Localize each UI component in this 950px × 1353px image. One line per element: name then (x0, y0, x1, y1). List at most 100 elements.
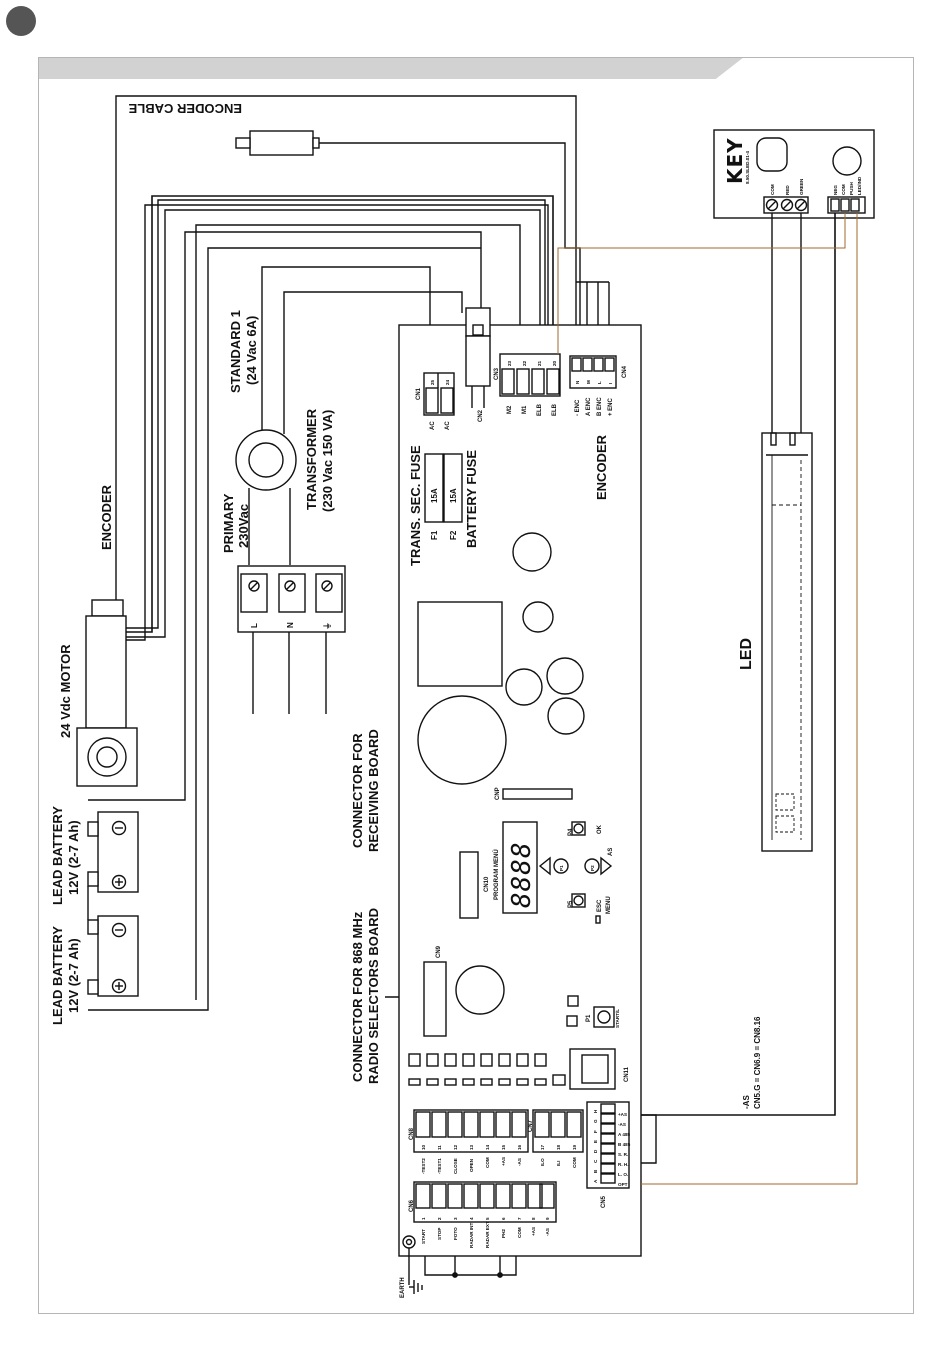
conn-radio-label-2: RADIO SELECTORS BOARD (366, 908, 381, 1084)
cn3-pin-20: 20 (552, 360, 557, 366)
cn8-label-open: OPEN (469, 1158, 474, 1172)
cn4-label-plus-enc: + ENC (608, 397, 614, 416)
cn5-label-b485: B 485 (618, 1142, 631, 1147)
cn8-pin-14: 14 (485, 1144, 490, 1150)
led-label: LED (738, 638, 755, 670)
motor: ENCODER 24 Vdc MOTOR (58, 484, 138, 787)
as-marker: AS (608, 848, 614, 856)
p4-id: P4 (568, 828, 574, 836)
as-title: -AS (742, 1095, 751, 1109)
cn3-label-elb-1: ELB (537, 403, 543, 416)
cn4-name: CN4 (622, 365, 628, 378)
cn6-pin-6: 6 (501, 1217, 506, 1220)
cn8-label-plus-as: +AS (501, 1157, 506, 1166)
cn6-label-start: START (421, 1229, 426, 1244)
cn7-label-com: COM (572, 1157, 577, 1168)
cn3-pin-22: 22 (522, 360, 527, 366)
key-module: KEY 8.50.SLED.01-4 COM RED GREEN NEG COM… (713, 129, 875, 219)
cn5-label-rh: R. H. (618, 1162, 628, 1167)
cn5-label-sr: S. R. (618, 1152, 628, 1157)
cn5-label-minus-as: -AS (618, 1122, 626, 1127)
cn3-pin-21: 21 (537, 360, 542, 366)
key-term-led: LED/IND (857, 176, 862, 195)
conn-receiving-label-1: CONNECTOR FOR (350, 733, 365, 848)
battery-wires (88, 224, 521, 1011)
key-term-push: PUSH (849, 182, 854, 195)
cn7-pin-19: 19 (572, 1144, 577, 1150)
earth-wiring: EARTH (400, 1248, 517, 1298)
conn-radio-label-1: CONNECTOR FOR 868 MHz (350, 911, 365, 1082)
nav-p1: P1 (559, 865, 564, 871)
cn8-label-com: COM (485, 1157, 490, 1168)
p5-label-2: MENU (606, 896, 612, 914)
encoder-cable: ENCODER CABLE (115, 95, 581, 600)
battery-1-spec: 12V (2-7 Ah) (66, 820, 81, 895)
cn10-name: CN10 (484, 876, 490, 892)
cn7-label-ilo: ILO (540, 1158, 545, 1166)
transformer-title: TRANSFORMER (304, 408, 319, 510)
fuse-f1-value: 15A (430, 488, 439, 503)
as-equation: CN5.G = CN6.9 = CN8.16 (753, 1016, 762, 1109)
p1-label: START/L (615, 1009, 620, 1028)
mains-terminal-earth: ⏚ (323, 622, 332, 630)
nav-p2: P2 (590, 865, 595, 871)
cn8-pin-15: 15 (501, 1144, 506, 1150)
cn6-label-stop: STOP (437, 1228, 442, 1240)
cn8-label-test2: -TEST2 (421, 1158, 426, 1174)
encoder-board-label: ENCODER (594, 434, 609, 500)
cn6-label-ph2: PH2 (501, 1229, 506, 1238)
cn4-pin-i: I (608, 383, 613, 384)
program-menu-label: PROGRAM MENÚ (493, 849, 500, 900)
cn8-label-close: CLOSE (453, 1158, 458, 1174)
cn6-pin-4: 4 (469, 1217, 474, 1220)
battery-2-title: LEAD BATTERY (50, 926, 65, 1025)
cn6-pin-5: 5 (485, 1217, 490, 1220)
key-term-green: GREEN (799, 178, 804, 195)
program-display: 8888 (507, 841, 537, 908)
cn5-pin-c: C (593, 1159, 598, 1163)
cn5-pin-e: E (593, 1140, 598, 1143)
battery-2-spec: 12V (2-7 Ah) (66, 938, 81, 1013)
cn4-pin-n: N (575, 380, 580, 384)
battery-1: LEAD BATTERY 12V (2-7 Ah) (50, 806, 139, 905)
cn6-label-com: COM (517, 1227, 522, 1238)
mains-terminal-n: N (286, 622, 295, 628)
key-term-neg: NEG (833, 185, 838, 195)
cn6-pin-7: 7 (517, 1217, 522, 1220)
cn1-label-1: AC (430, 421, 436, 430)
cn8-pin-13: 13 (469, 1144, 474, 1150)
cn5-pin-d: D (593, 1149, 598, 1153)
cn5-label-opt: OPT (618, 1182, 628, 1187)
cn5-label-lo: L. O. (618, 1172, 628, 1177)
primary-title: PRIMARY (221, 493, 236, 553)
cn5-pin-h: H (593, 1109, 598, 1113)
key-term-com2: COM (841, 184, 846, 195)
standard1-title: STANDARD 1 (228, 310, 243, 393)
cn6-label-radar-int: RADAR INT (469, 1223, 474, 1248)
cn5-pin-g: G (593, 1119, 598, 1123)
key-term-red: RED (785, 185, 790, 195)
cn6-label-foto: FOTO (453, 1227, 458, 1240)
cn4-label-a-enc: A ENC (586, 397, 592, 416)
cn3-label-elb-2: ELB (552, 403, 558, 416)
earth-label: EARTH (400, 1277, 406, 1298)
p4-label: OK (597, 824, 603, 834)
cn5-name: CN5 (601, 1195, 607, 1208)
cnp-name: CNP (495, 787, 501, 800)
cn8-name: CN8 (409, 1127, 415, 1140)
cn8-pin-10: 10 (421, 1144, 426, 1150)
header-band (38, 57, 744, 79)
p1-id: P1 (586, 1014, 592, 1022)
fuse-f2-value: 15A (449, 488, 458, 503)
p5-label-1: ESC (597, 899, 603, 912)
transformer: STANDARD 1 (24 Vac 6A) TRANSFORMER (230 … (221, 266, 463, 565)
battery-fuse-label: BATTERY FUSE (464, 450, 479, 548)
key-brand: KEY (723, 137, 747, 184)
cn4-label-b-enc: B ENC (597, 397, 603, 416)
cn6-label-plus-as: +AS (531, 1227, 536, 1236)
diagram-frame (38, 57, 914, 1314)
cn6-pin-9: 9 (545, 1217, 550, 1220)
cn8-label-test1: -TEST1 (437, 1158, 442, 1174)
fuse-f2-id: F2 (449, 530, 458, 540)
